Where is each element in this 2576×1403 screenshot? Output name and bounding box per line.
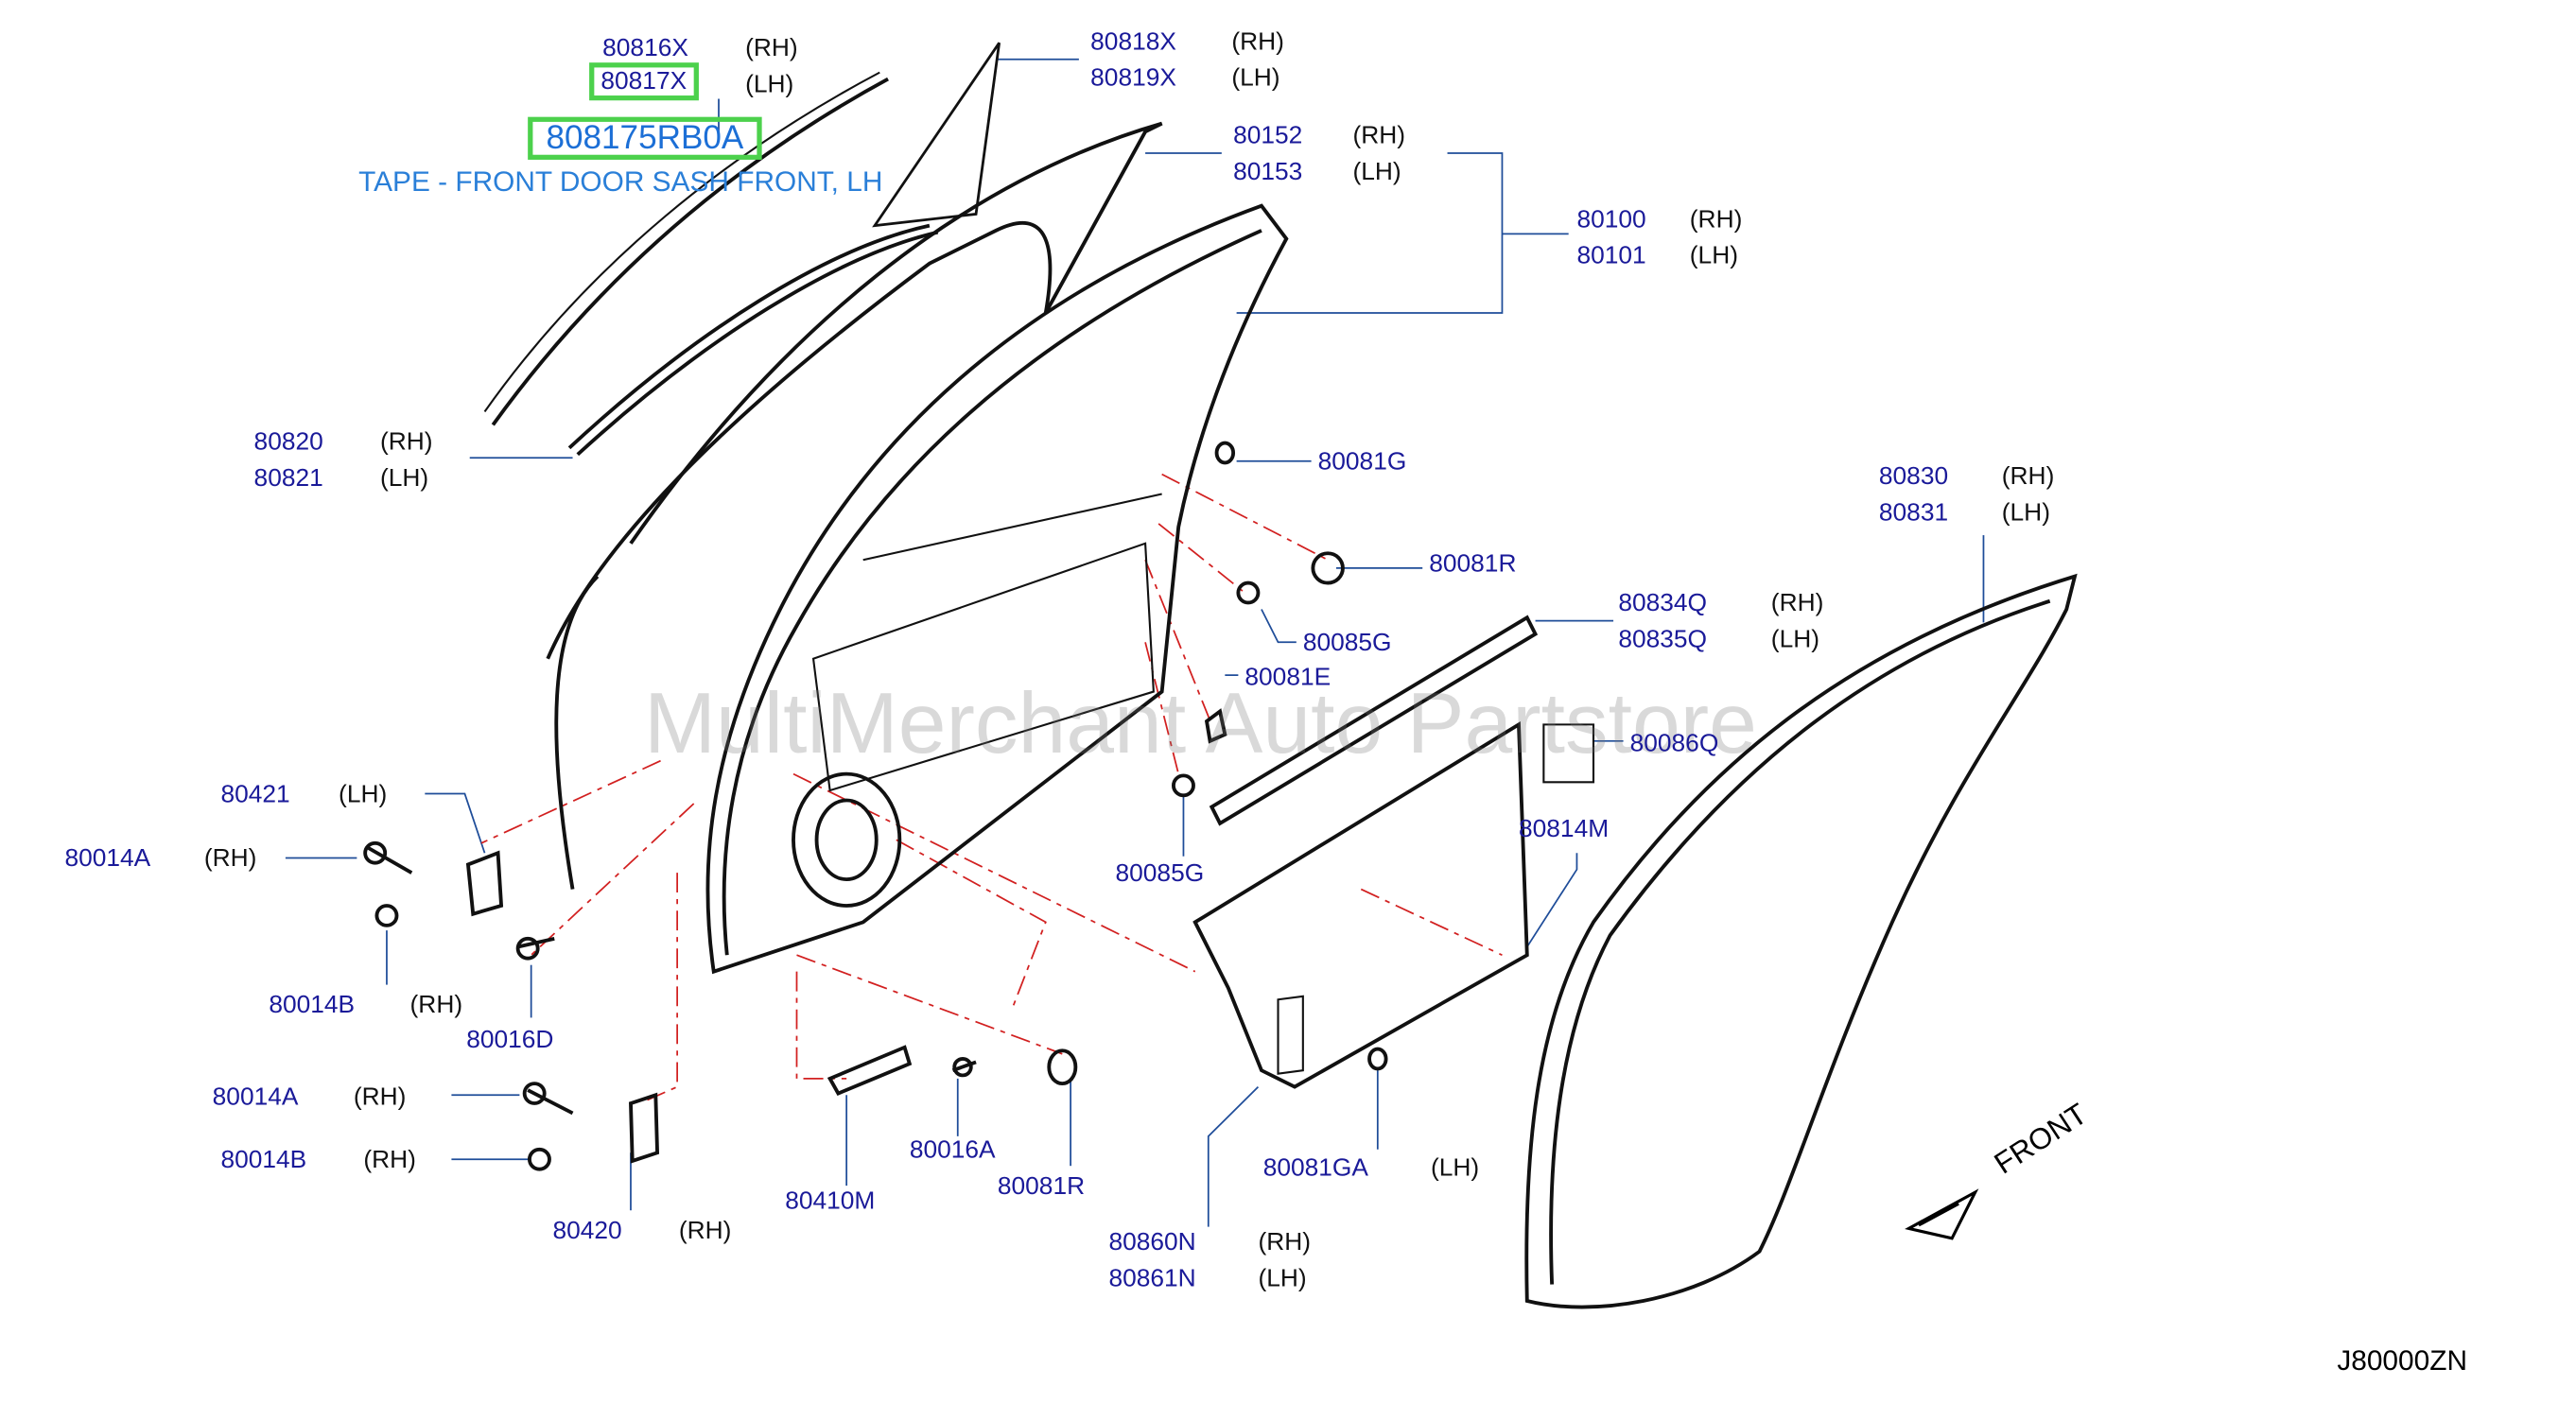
side-80420: (RH) [678, 1217, 732, 1245]
part-80821[interactable]: 80821 [253, 464, 323, 493]
side-80014a-upper: (RH) [203, 844, 257, 874]
highlighted-part-description: TAPE - FRONT DOOR SASH FRONT, LH [358, 165, 883, 199]
part-80014a-upper[interactable]: 80014A [64, 844, 151, 874]
part-80153[interactable]: 80153 [1233, 158, 1303, 186]
part-80820[interactable]: 80820 [253, 427, 323, 457]
part-80014b-upper[interactable]: 80014B [269, 991, 356, 1020]
side-80831: (LH) [2001, 498, 2050, 528]
part-80410m[interactable]: 80410M [785, 1186, 876, 1216]
leader-lines [285, 58, 1985, 1227]
part-80861n[interactable]: 80861N [1108, 1264, 1196, 1293]
part-80835q[interactable]: 80835Q [1618, 625, 1708, 654]
part-80816x[interactable]: 80816X [602, 34, 688, 63]
part-80152[interactable]: 80152 [1233, 121, 1303, 150]
part-80085g-upper[interactable]: 80085G [1302, 629, 1392, 657]
side-80152: (RH) [1352, 121, 1406, 150]
side-80860n: (RH) [1258, 1228, 1312, 1256]
part-80081g[interactable]: 80081G [1317, 447, 1407, 476]
part-80420[interactable]: 80420 [552, 1217, 622, 1245]
part-80831[interactable]: 80831 [1878, 498, 1949, 528]
side-80834q: (RH) [1770, 589, 1824, 618]
side-80835q: (LH) [1770, 625, 1820, 654]
part-80834q[interactable]: 80834Q [1618, 589, 1708, 618]
side-80100: (RH) [1689, 205, 1743, 234]
part-80016d[interactable]: 80016D [466, 1026, 554, 1054]
side-80861n: (LH) [1258, 1264, 1307, 1293]
side-80153: (LH) [1352, 158, 1401, 186]
part-80081ga[interactable]: 80081GA [1262, 1154, 1368, 1183]
side-80014b-lower: (RH) [363, 1146, 416, 1174]
part-80818x[interactable]: 80818X [1090, 27, 1176, 57]
side-80830: (RH) [2001, 462, 2055, 492]
part-80081e[interactable]: 80081E [1244, 663, 1332, 692]
side-80817x: (LH) [745, 70, 794, 99]
part-80081r-lower[interactable]: 80081R [997, 1172, 1086, 1201]
front-arrow-icon [1905, 1188, 1979, 1240]
side-80819x: (LH) [1231, 63, 1280, 93]
side-80818x: (RH) [1231, 27, 1284, 57]
part-80100[interactable]: 80100 [1576, 205, 1646, 234]
side-80816x: (RH) [745, 34, 798, 63]
side-80101: (LH) [1689, 242, 1738, 270]
part-80421[interactable]: 80421 [220, 780, 290, 809]
part-80086q[interactable]: 80086Q [1629, 729, 1719, 758]
part-80860n[interactable]: 80860N [1108, 1228, 1196, 1256]
part-80016a[interactable]: 80016A [909, 1135, 996, 1165]
part-80814m[interactable]: 80814M [1519, 815, 1610, 843]
part-80101[interactable]: 80101 [1576, 242, 1646, 270]
watermark: MultiMerchant Auto Partstore [644, 676, 1757, 772]
side-80081ga: (LH) [1430, 1154, 1480, 1183]
diagram-code: J80000ZN [2337, 1345, 2467, 1377]
side-80014b-upper: (RH) [409, 991, 463, 1020]
side-80014a-lower: (RH) [353, 1083, 407, 1112]
side-80821: (LH) [379, 464, 429, 493]
side-80421: (LH) [339, 780, 388, 809]
part-80085g-lower[interactable]: 80085G [1115, 859, 1205, 888]
door-parts [363, 42, 2078, 1309]
part-80081r-upper[interactable]: 80081R [1429, 549, 1517, 579]
part-80830[interactable]: 80830 [1878, 462, 1949, 492]
side-80820: (RH) [379, 427, 433, 457]
part-80014b-lower[interactable]: 80014B [220, 1146, 307, 1174]
part-80014a-lower[interactable]: 80014A [212, 1083, 299, 1112]
highlighted-part-number[interactable]: 808175RB0A [528, 116, 762, 160]
part-80819x[interactable]: 80819X [1090, 63, 1176, 93]
part-80817x[interactable]: 80817X [589, 62, 699, 101]
